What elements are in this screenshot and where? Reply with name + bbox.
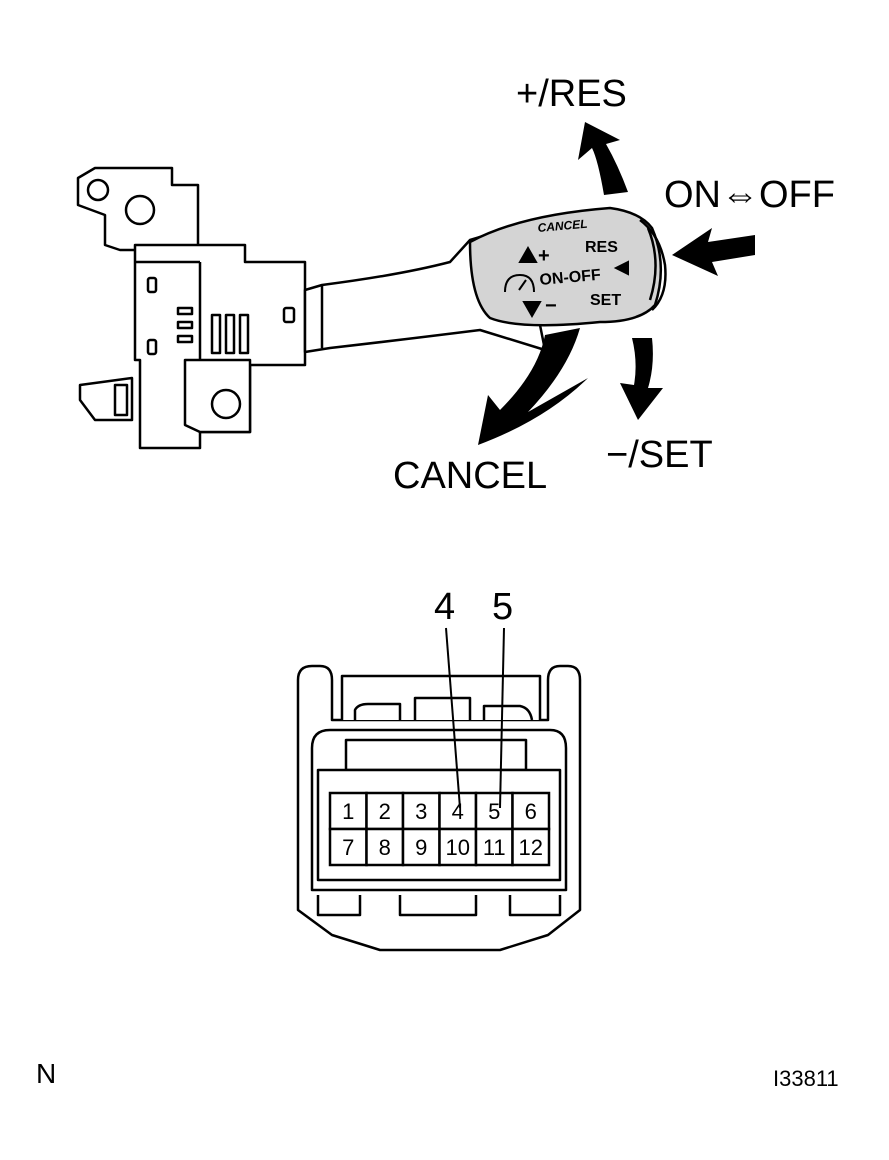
pin-number: 2: [379, 799, 391, 824]
res-label: +/RES: [516, 73, 627, 115]
switch-body: [76, 166, 307, 450]
down-triangle-icon: [522, 301, 542, 319]
lever-res-label: RES: [585, 239, 618, 256]
speedometer-icon: [504, 273, 535, 293]
corner-mark: N: [36, 1058, 57, 1089]
pin-number: 5: [488, 799, 500, 824]
pin-cell: [474, 791, 514, 831]
pin-number: 7: [342, 835, 354, 860]
pin-number: 12: [519, 835, 543, 860]
pin-4-callout: 4: [434, 586, 456, 628]
up-triangle-icon: [518, 245, 538, 263]
pin-number: 3: [415, 799, 427, 824]
pin-4-leader: [445, 627, 461, 809]
pin-5-leader: [499, 627, 505, 809]
lever-shaft: [303, 206, 667, 354]
pin-number: 10: [446, 835, 470, 860]
lever-labels: CANCEL + RES ON-OFF − SET: [537, 217, 621, 317]
pin-number: 8: [379, 835, 391, 860]
onoff-label: ON⇔OFF: [664, 174, 835, 216]
res-arrow-icon: [578, 122, 628, 195]
cancel-arrow-icon: [478, 328, 588, 445]
pin-cell: [511, 827, 551, 867]
lever-minus-label: −: [545, 295, 557, 317]
pin-number: 6: [525, 799, 537, 824]
pin-number: 11: [483, 835, 506, 860]
pin-number: 4: [452, 799, 464, 824]
pin-cell: [401, 827, 441, 867]
pin-number: 1: [342, 799, 354, 824]
pin-number: 9: [415, 835, 427, 860]
lever-set-label: SET: [590, 292, 621, 309]
set-arrow-icon: [620, 338, 663, 420]
lever-plus-label: +: [538, 245, 550, 267]
onoff-arrow-icon: [672, 228, 755, 276]
lever-cancel-label: CANCEL: [537, 217, 588, 235]
set-label: −/SET: [606, 434, 713, 476]
pin-cell: [438, 791, 478, 831]
pin-leader-lines: [445, 627, 505, 809]
arrows: [478, 122, 755, 445]
left-triangle-icon: [613, 260, 629, 276]
lever-onoff-label: ON-OFF: [539, 267, 602, 289]
lever-symbols: [504, 245, 629, 319]
figure-code: I33811: [773, 1066, 839, 1091]
pin-5-callout: 5: [492, 586, 514, 628]
pin-cell: [474, 827, 514, 867]
cancel-label: CANCEL: [393, 455, 548, 497]
